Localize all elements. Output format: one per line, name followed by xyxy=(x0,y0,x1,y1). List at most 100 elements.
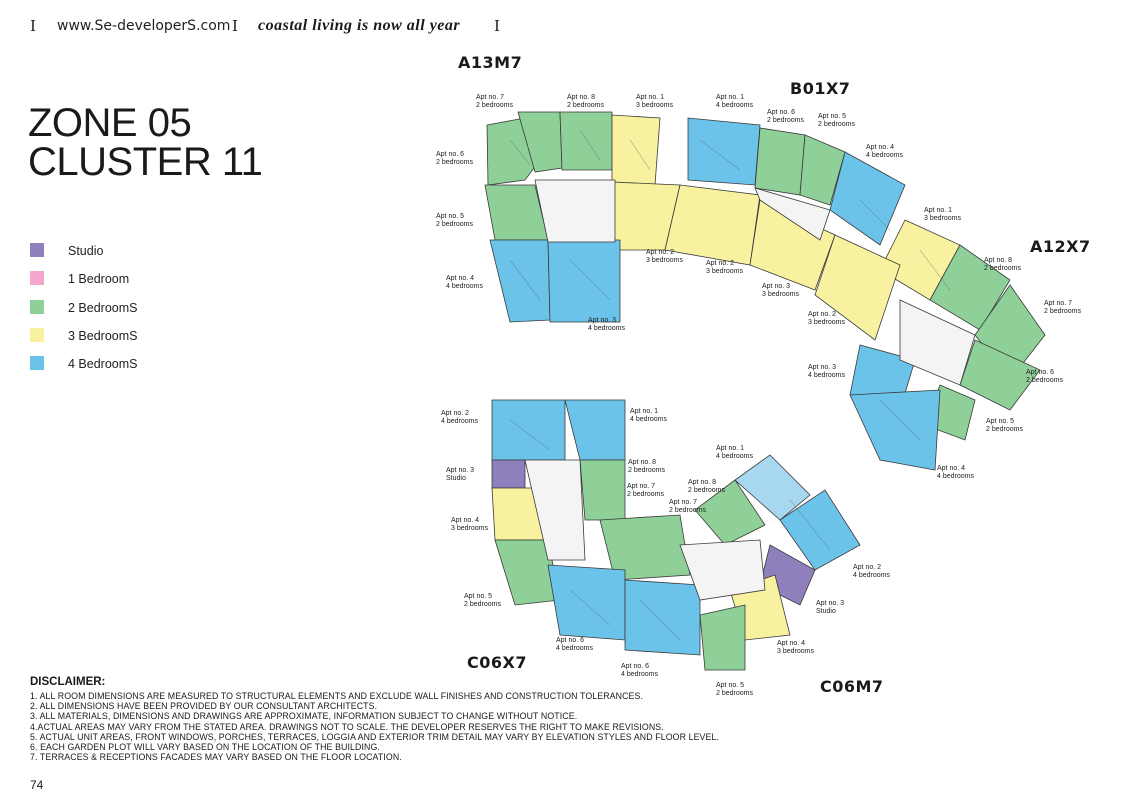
legend-swatch xyxy=(30,299,44,314)
building-name: C06X7 xyxy=(467,653,527,672)
header-separator: I xyxy=(30,17,36,35)
apt-c06m7-5 xyxy=(699,604,746,671)
legend-swatch xyxy=(30,271,44,286)
apt-c06x7-3 xyxy=(491,459,526,489)
core-c06m7 xyxy=(679,539,766,601)
apt-c06x7-6 xyxy=(547,564,626,641)
core-a12x7 xyxy=(899,299,976,386)
apt-a12x7-4 xyxy=(849,389,941,471)
disclaimer-line: 2. ALL DIMENSIONS HAVE BEEN PROVIDED BY … xyxy=(30,701,378,712)
apt-c06m7-6 xyxy=(624,579,701,656)
disclaimer-title: DISCLAIMER: xyxy=(30,676,106,688)
header-separator: I xyxy=(232,17,238,35)
apt-a12x7-6 xyxy=(959,339,1041,411)
legend-label: 4 BedroomS xyxy=(68,357,138,372)
disclaimer-line: 3. ALL MATERIALS, DIMENSIONS AND DRAWING… xyxy=(30,711,578,722)
header-separator: I xyxy=(494,17,500,35)
page-title: ZONE 05 CLUSTER 11 xyxy=(28,101,263,184)
cluster-title: CLUSTER 11 xyxy=(28,140,263,184)
apt-b01x7-4 xyxy=(829,151,906,246)
legend-label: 1 Bedroom xyxy=(68,272,130,287)
legend-swatch xyxy=(30,356,44,371)
apt-c06m7-2 xyxy=(779,489,861,571)
apt-c06x7-1 xyxy=(564,399,626,461)
apt-c06x7-7 xyxy=(599,514,691,581)
building-name: A12X7 xyxy=(1030,237,1091,256)
apt-a13m7-4 xyxy=(489,239,551,323)
apt-c06x7-8 xyxy=(579,459,626,521)
core-a13m7 xyxy=(534,179,616,243)
disclaimer-line: 6. EACH GARDEN PLOT WILL VARY BASED ON T… xyxy=(30,742,380,753)
building-name: B01X7 xyxy=(790,79,851,98)
apt-b01x7-5 xyxy=(799,134,846,206)
legend-swatch xyxy=(30,243,44,257)
zone-title: ZONE 05 xyxy=(28,101,192,145)
legend-swatch xyxy=(30,327,44,342)
disclaimer-line: 7. TERRACES & RECEPTIONS FACADES MAY VAR… xyxy=(30,752,402,763)
website-link[interactable]: www.Se-developerS.com xyxy=(57,18,231,34)
disclaimer: DISCLAIMER: 1. ALL ROOM DIMENSIONS ARE M… xyxy=(30,676,830,762)
apt-a12x7-2 xyxy=(814,234,901,341)
apt-c06x7-2 xyxy=(491,399,566,461)
apt-a13m7-3 xyxy=(547,239,621,323)
apt-a13m7-1 xyxy=(611,114,661,186)
apt-a13m7-8 xyxy=(559,111,613,171)
floor-plan-drawing xyxy=(484,111,1046,671)
apt-b01x7-1 xyxy=(687,117,761,186)
page-number: 74 xyxy=(30,778,44,792)
disclaimer-line: 1. ALL ROOM DIMENSIONS ARE MEASURED TO S… xyxy=(30,691,644,701)
page-header: I www.Se-developerS.com I coastal living… xyxy=(0,16,520,38)
tagline: coastal living is now all year xyxy=(258,17,461,34)
apt-b01x7-6 xyxy=(754,127,806,196)
legend-label: Studio xyxy=(68,244,104,258)
legend-label: 2 BedroomS xyxy=(68,300,138,315)
disclaimer-line: 5. ACTUAL UNIT AREAS, FRONT WINDOWS, POR… xyxy=(30,731,720,742)
building-name: A13M7 xyxy=(458,53,523,72)
disclaimer-line: 4.ACTUAL AREAS MAY VARY FROM THE STATED … xyxy=(30,721,664,732)
core-c06x7 xyxy=(524,459,586,561)
building-name: C06M7 xyxy=(820,677,884,696)
apt-c06m7-1 xyxy=(734,454,811,521)
core-b01x7 xyxy=(754,187,831,241)
legend-label: 3 BedroomS xyxy=(68,328,138,343)
apt-c06m7-8 xyxy=(694,479,766,546)
